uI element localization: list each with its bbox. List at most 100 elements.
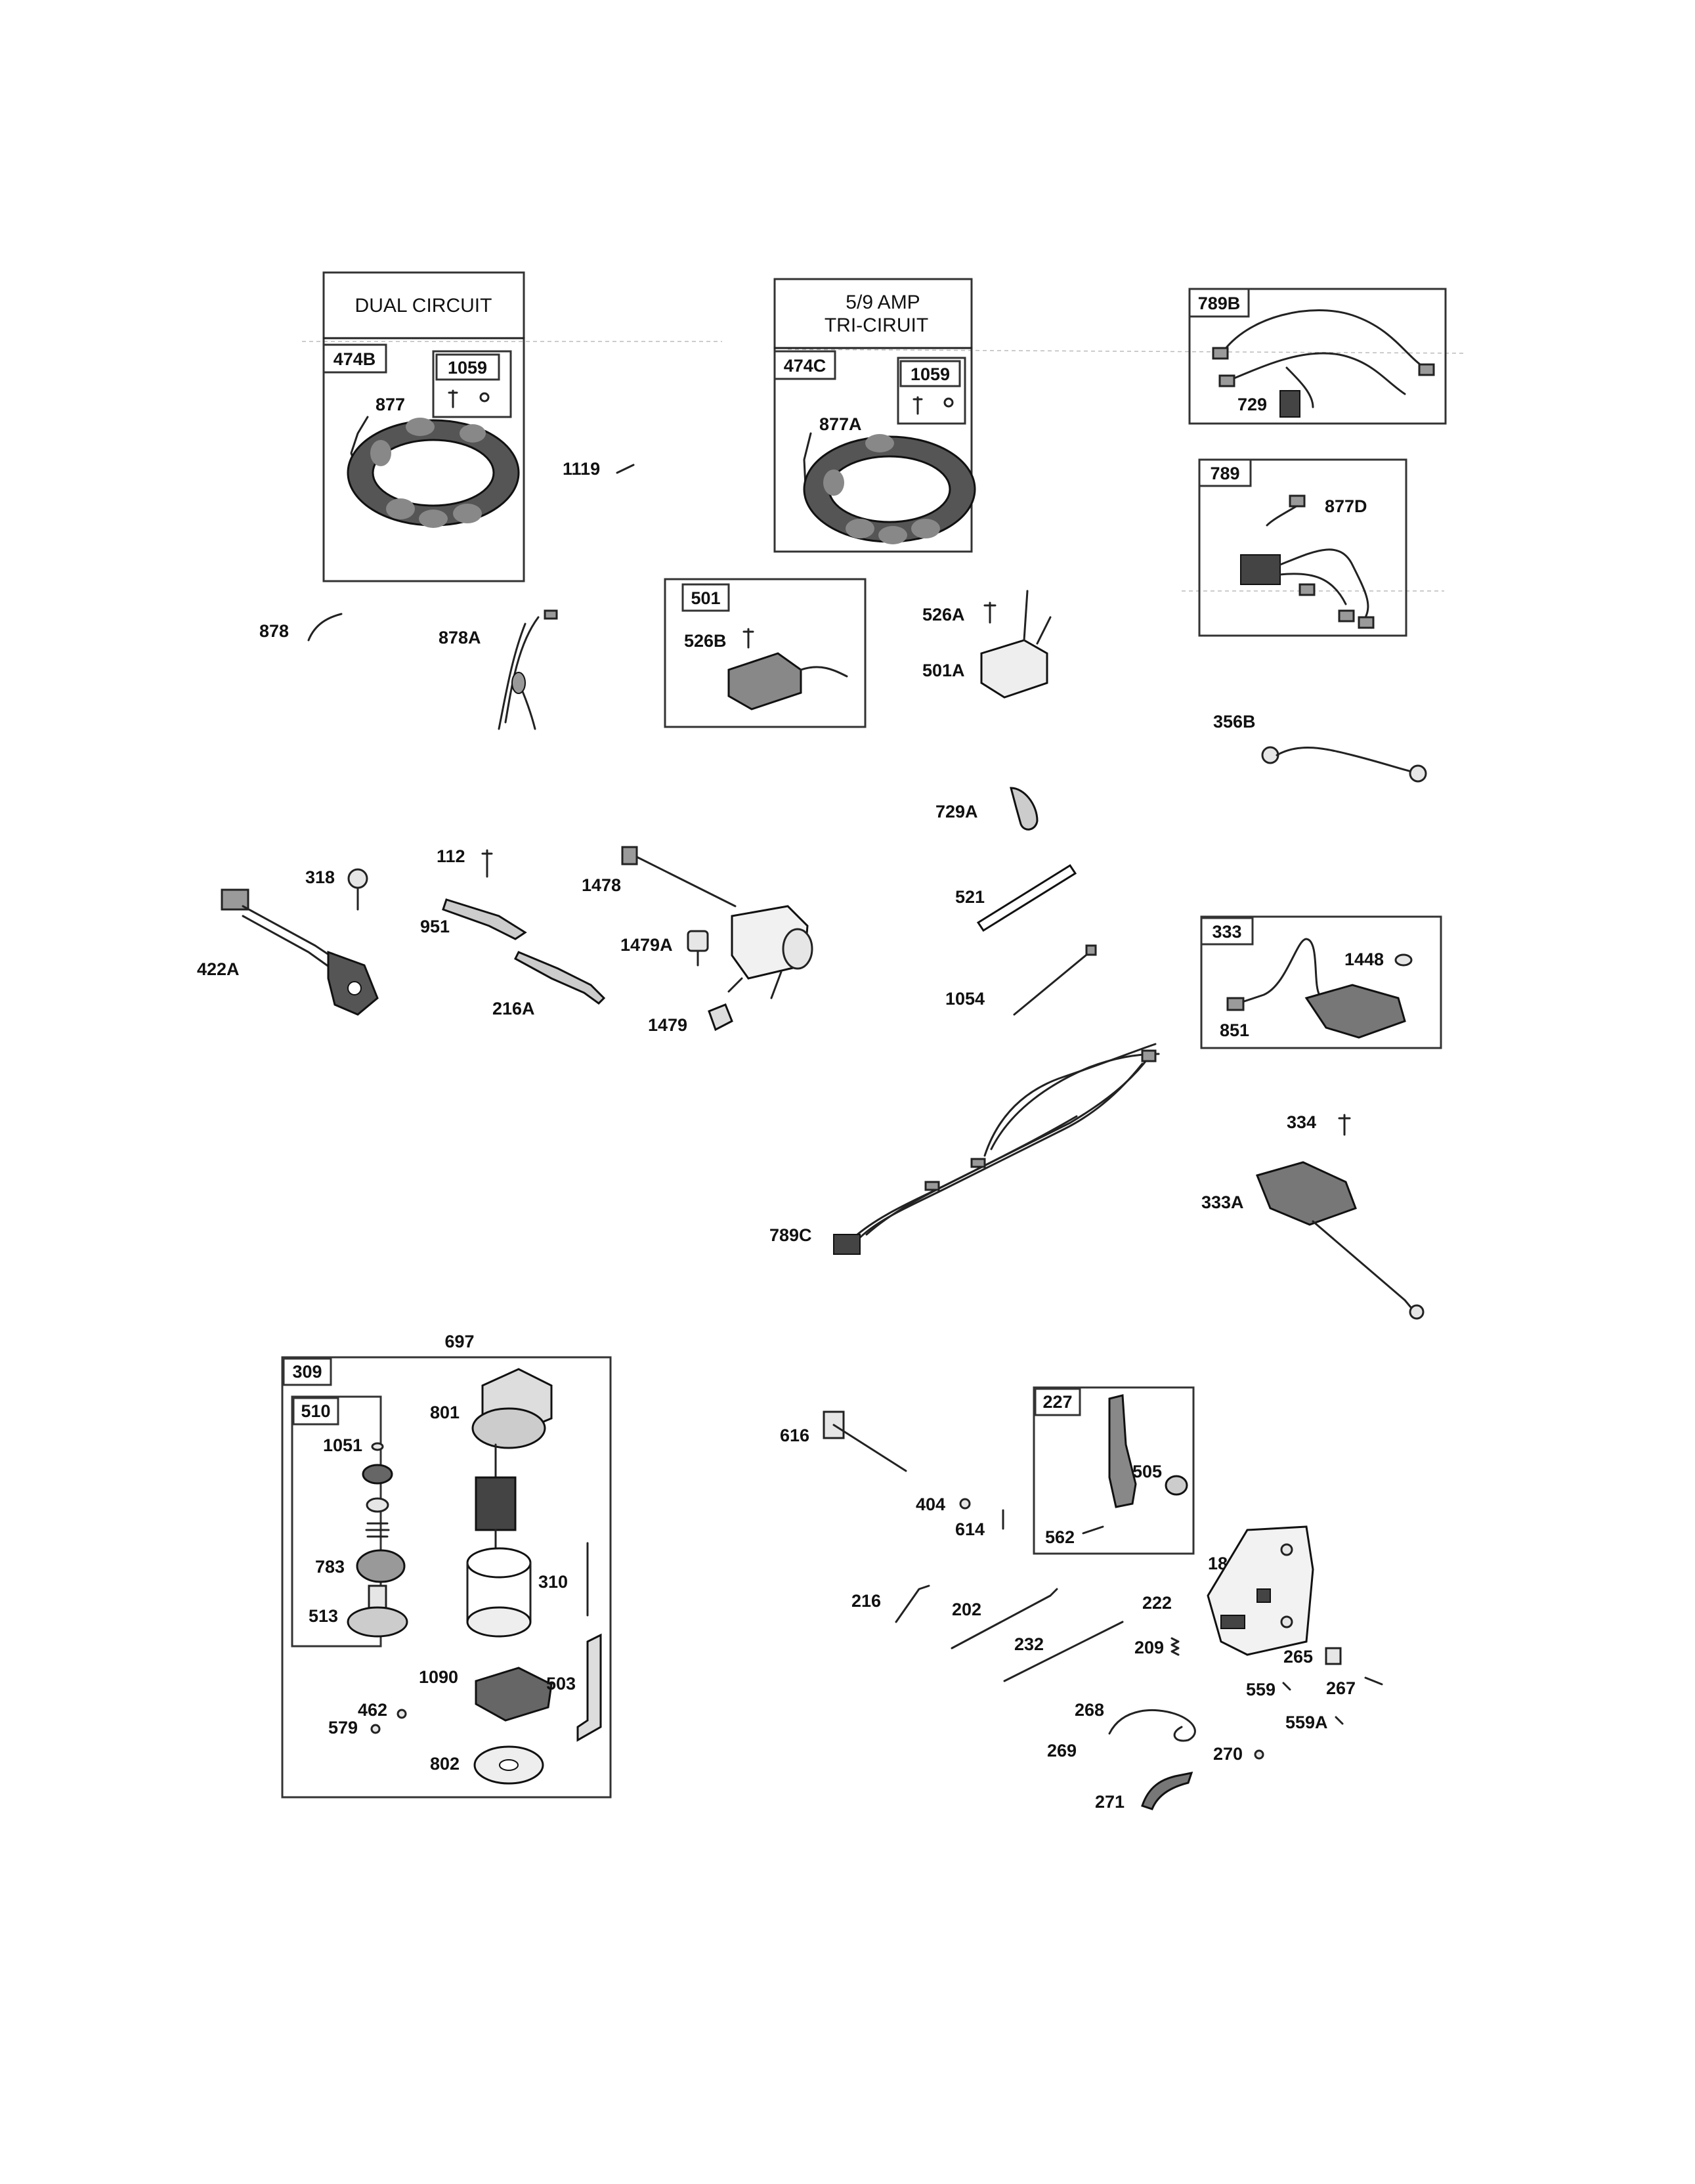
amp-header: 5/9 AMP <box>846 292 920 313</box>
part-562-label: 562 <box>1045 1527 1075 1547</box>
ring-icon <box>371 1442 384 1451</box>
part-521-label: 521 <box>955 887 985 907</box>
tag-309-label: 309 <box>292 1362 322 1382</box>
wire-clip-icon <box>307 613 343 642</box>
bracket-951-icon <box>442 898 527 940</box>
screw-icon <box>448 389 458 408</box>
part-1051-label: 1051 <box>323 1435 362 1455</box>
part-422A-label: 422A <box>197 959 240 979</box>
part-1090-label: 1090 <box>419 1667 458 1687</box>
part-513-label: 513 <box>309 1606 338 1626</box>
governor-lever-icon <box>1108 1394 1137 1508</box>
part-112-label: 112 <box>437 846 465 866</box>
part-202-label: 202 <box>952 1600 981 1619</box>
control-bracket-icon <box>1207 1525 1314 1656</box>
nut-icon <box>362 1464 393 1485</box>
part-1448-label: 1448 <box>1344 950 1384 969</box>
part-333A-label: 333A <box>1201 1192 1244 1212</box>
tag-227-label: 227 <box>1042 1392 1072 1412</box>
part-526B-label: 526B <box>684 631 727 651</box>
scan-guide-line <box>787 349 1465 354</box>
rod-202-icon <box>951 1588 1058 1649</box>
ignition-module-333A-icon <box>1255 1161 1425 1320</box>
box-1059-b <box>897 357 966 425</box>
tag-474C <box>773 350 836 380</box>
link-216A-icon <box>514 951 606 1005</box>
tag-333-label: 333 <box>1212 922 1241 942</box>
part-789C-label: 789C <box>769 1225 812 1245</box>
drive-assembly-513-icon <box>347 1584 408 1638</box>
cable-422A-icon <box>221 888 379 1016</box>
part-1478-label: 1478 <box>582 875 621 895</box>
wire-harness-789B-group: 789B 729 <box>1188 288 1447 425</box>
dual-circuit-group: DUAL CIRCUIT 474B 1059 877 <box>322 271 525 582</box>
washer-icon <box>1394 953 1413 967</box>
part-877-label: 877 <box>375 395 405 414</box>
bolt-icon <box>1364 1676 1383 1686</box>
part-951-label: 951 <box>420 917 450 936</box>
part-802-label: 802 <box>430 1754 460 1774</box>
part-729-label: 729 <box>1237 395 1267 414</box>
tag-789-label: 789 <box>1210 464 1239 483</box>
wire-harness-789C-icon <box>833 1043 1160 1255</box>
box-227 <box>1033 1386 1195 1555</box>
dual-circuit-frame <box>322 271 525 582</box>
plunger-1479A-icon <box>687 930 709 967</box>
cable-268-icon <box>1108 1709 1196 1742</box>
connector-icon <box>1418 363 1435 376</box>
solenoid-1478-icon <box>621 846 813 999</box>
part-267-label: 267 <box>1326 1678 1356 1698</box>
box-789 <box>1198 458 1407 637</box>
part-579-label: 579 <box>328 1718 358 1737</box>
rectifier-501-group: 501 526B <box>664 578 867 728</box>
part-269-label: 269 <box>1047 1741 1077 1760</box>
nut-icon <box>1165 1475 1188 1496</box>
rod-232-icon <box>1003 1621 1124 1682</box>
box-309 <box>281 1356 612 1799</box>
box-501 <box>664 578 867 728</box>
spring-icon <box>1170 1637 1180 1656</box>
bolt-318-icon <box>347 868 368 911</box>
tri-circuit-group: 5/9 AMP TRI-CIRUIT 474C 1059 877A <box>773 278 976 553</box>
tri-circuit-frame <box>773 278 973 553</box>
part-318-label: 318 <box>305 867 335 887</box>
washer-icon <box>479 392 490 403</box>
part-1119-label: 1119 <box>563 459 600 479</box>
part-1479A-label: 1479A <box>620 935 673 955</box>
connector-block-icon <box>1240 554 1281 585</box>
box-510 <box>291 1395 382 1648</box>
switch-block-icon <box>1279 390 1300 418</box>
cable-tie-icon <box>1013 951 1091 1016</box>
part-216A-label: 216A <box>492 999 535 1018</box>
box-789B <box>1188 288 1447 425</box>
part-616-label: 616 <box>780 1426 809 1445</box>
part-209-label: 209 <box>1134 1638 1164 1657</box>
rectifier-module-icon <box>727 652 802 710</box>
part-559-label: 559 <box>1246 1680 1276 1699</box>
armature-icon <box>475 1443 517 1554</box>
part-851-label: 851 <box>1220 1020 1249 1040</box>
tag-1059-a-label: 1059 <box>448 358 487 378</box>
part-232-label: 232 <box>1014 1634 1044 1654</box>
part-877A-label: 877A <box>819 414 862 434</box>
part-878-label: 878 <box>259 621 289 641</box>
stator-coil-icon <box>803 434 976 544</box>
ignition-coil-icon <box>1304 984 1406 1039</box>
tag-1059-b-label: 1059 <box>911 364 950 384</box>
part-501A-label: 501A <box>922 661 965 680</box>
part-270-label: 270 <box>1213 1744 1243 1764</box>
screw-icon <box>1335 1716 1344 1725</box>
sleeve-icon <box>976 863 1077 932</box>
tag-474C-label: 474C <box>784 356 826 376</box>
washer-icon <box>943 397 954 408</box>
screw-icon <box>912 396 923 415</box>
link-216-icon <box>895 1584 930 1623</box>
pin-icon <box>616 464 635 474</box>
part-783-label: 783 <box>315 1557 345 1577</box>
part-222-label: 222 <box>1142 1593 1172 1613</box>
clip-icon <box>1010 787 1039 831</box>
ignition-coil-333-group: 333 1448 851 <box>1200 915 1442 1049</box>
part-216-label: 216 <box>851 1591 881 1611</box>
regulator-501A-icon <box>980 590 1052 699</box>
